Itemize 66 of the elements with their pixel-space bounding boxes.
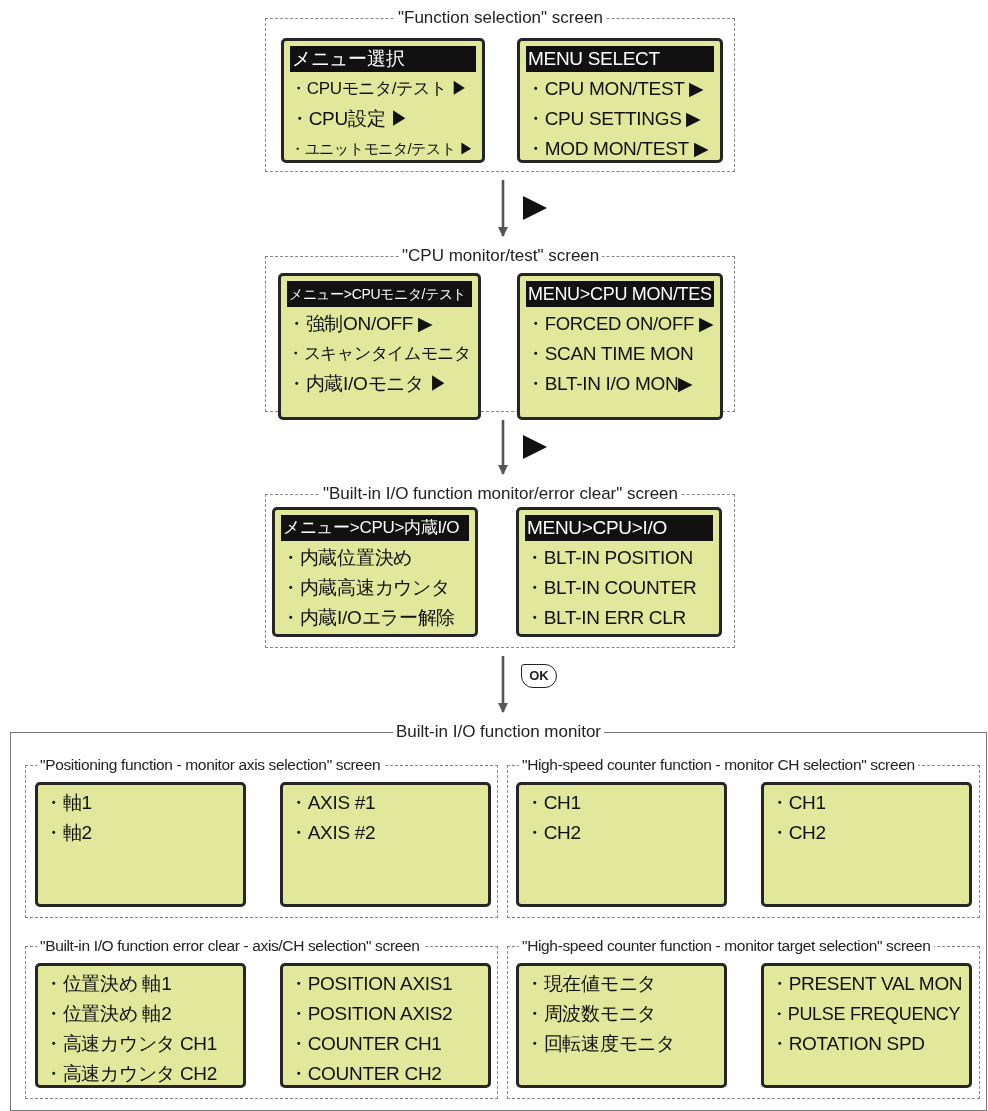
- menu-item: ・内蔵位置決め: [281, 546, 412, 570]
- flow-arrow: [497, 420, 509, 476]
- lcd-screen: [517, 38, 723, 163]
- menu-item: ・BLT-IN POSITION: [525, 546, 693, 570]
- lcd-screen: [35, 782, 246, 907]
- lcd-screen: [761, 963, 972, 1088]
- lcd-screen: [280, 963, 491, 1088]
- screen-header: メニュー>CPUモニタ/テスト: [287, 281, 472, 307]
- menu-item: ・MOD MON/TEST ▶: [526, 137, 709, 161]
- menu-item: ・CH2: [525, 821, 581, 845]
- menu-item: ・CH1: [770, 791, 826, 815]
- menu-item: ・内蔵高速カウンタ: [281, 576, 450, 600]
- menu-item: ・軸1: [44, 791, 92, 815]
- flow-arrow: [497, 656, 509, 714]
- lcd-screen: [35, 963, 246, 1088]
- menu-item: ・COUNTER CH2: [289, 1062, 442, 1086]
- menu-item: ・PULSE FREQUENCY: [770, 1003, 961, 1026]
- lcd-screen: [278, 273, 481, 420]
- menu-item: ・軸2: [44, 821, 92, 845]
- menu-item: ・BLT-IN I/O MON▶: [526, 372, 694, 396]
- menu-item: ・AXIS #1: [289, 791, 376, 815]
- menu-item: ・BLT-IN COUNTER: [525, 576, 697, 600]
- menu-item: ・ROTATION SPD: [770, 1032, 925, 1056]
- lcd-screen: [281, 38, 485, 163]
- menu-item: ・位置決め 軸1: [44, 972, 172, 996]
- menu-item: ・強制ON/OFF ▶: [287, 312, 433, 336]
- menu-item: ・現在値モニタ: [525, 972, 656, 996]
- menu-item: ・ユニットモニタ/テスト ▶: [290, 139, 475, 159]
- menu-item: ・CPU SETTINGS ▶: [526, 107, 702, 131]
- menu-item: ・内蔵I/Oエラー解除: [281, 606, 456, 630]
- lcd-screen: [761, 782, 972, 907]
- screen-header: MENU>CPU>I/O: [525, 515, 713, 541]
- screen-header: メニュー選択: [290, 46, 476, 72]
- menu-item: ・位置決め 軸2: [44, 1002, 172, 1026]
- monitor-section: [10, 722, 987, 1111]
- screen-group: [265, 484, 735, 648]
- lcd-screen: [516, 782, 727, 907]
- menu-item: ・COUNTER CH1: [289, 1032, 442, 1056]
- screen-header: MENU SELECT: [526, 46, 714, 72]
- menu-item: ・CPU設定 ▶: [290, 107, 409, 131]
- lcd-screen: [272, 507, 478, 637]
- flow-arrow: [497, 180, 509, 238]
- lcd-screen: [516, 963, 727, 1088]
- screen-header: MENU>CPU MON/TES: [526, 281, 714, 307]
- menu-item: ・SCAN TIME MON: [526, 342, 694, 366]
- lcd-screen: [517, 273, 723, 420]
- menu-item: ・PRESENT VAL MON: [770, 972, 963, 996]
- menu-item: ・スキャンタイムモニタ: [287, 343, 471, 365]
- menu-item: ・内蔵I/Oモニタ ▶: [287, 372, 448, 396]
- menu-item: ・CPUモニタ/テスト ▶: [290, 78, 468, 100]
- menu-item: ・周波数モニタ: [525, 1002, 656, 1026]
- menu-item: ・AXIS #2: [289, 821, 376, 845]
- menu-item: ・BLT-IN ERR CLR: [525, 606, 686, 630]
- lcd-screen: [516, 507, 722, 637]
- lcd-screen: [280, 782, 491, 907]
- menu-item: ・POSITION AXIS2: [289, 1002, 453, 1026]
- menu-item: ・高速カウンタ CH1: [44, 1032, 217, 1056]
- menu-item: ・CPU MON/TEST ▶: [526, 77, 704, 101]
- menu-item: ・回転速度モニタ: [525, 1032, 675, 1056]
- menu-item: ・CH2: [770, 821, 826, 845]
- screen-group: [265, 8, 735, 172]
- menu-item: ・高速カウンタ CH2: [44, 1062, 217, 1086]
- screen-header: メニュー>CPU>内蔵I/O: [281, 515, 469, 541]
- menu-item: ・FORCED ON/OFF ▶: [526, 312, 714, 336]
- menu-item: ・CH1: [525, 791, 581, 815]
- menu-item: ・POSITION AXIS1: [289, 972, 453, 996]
